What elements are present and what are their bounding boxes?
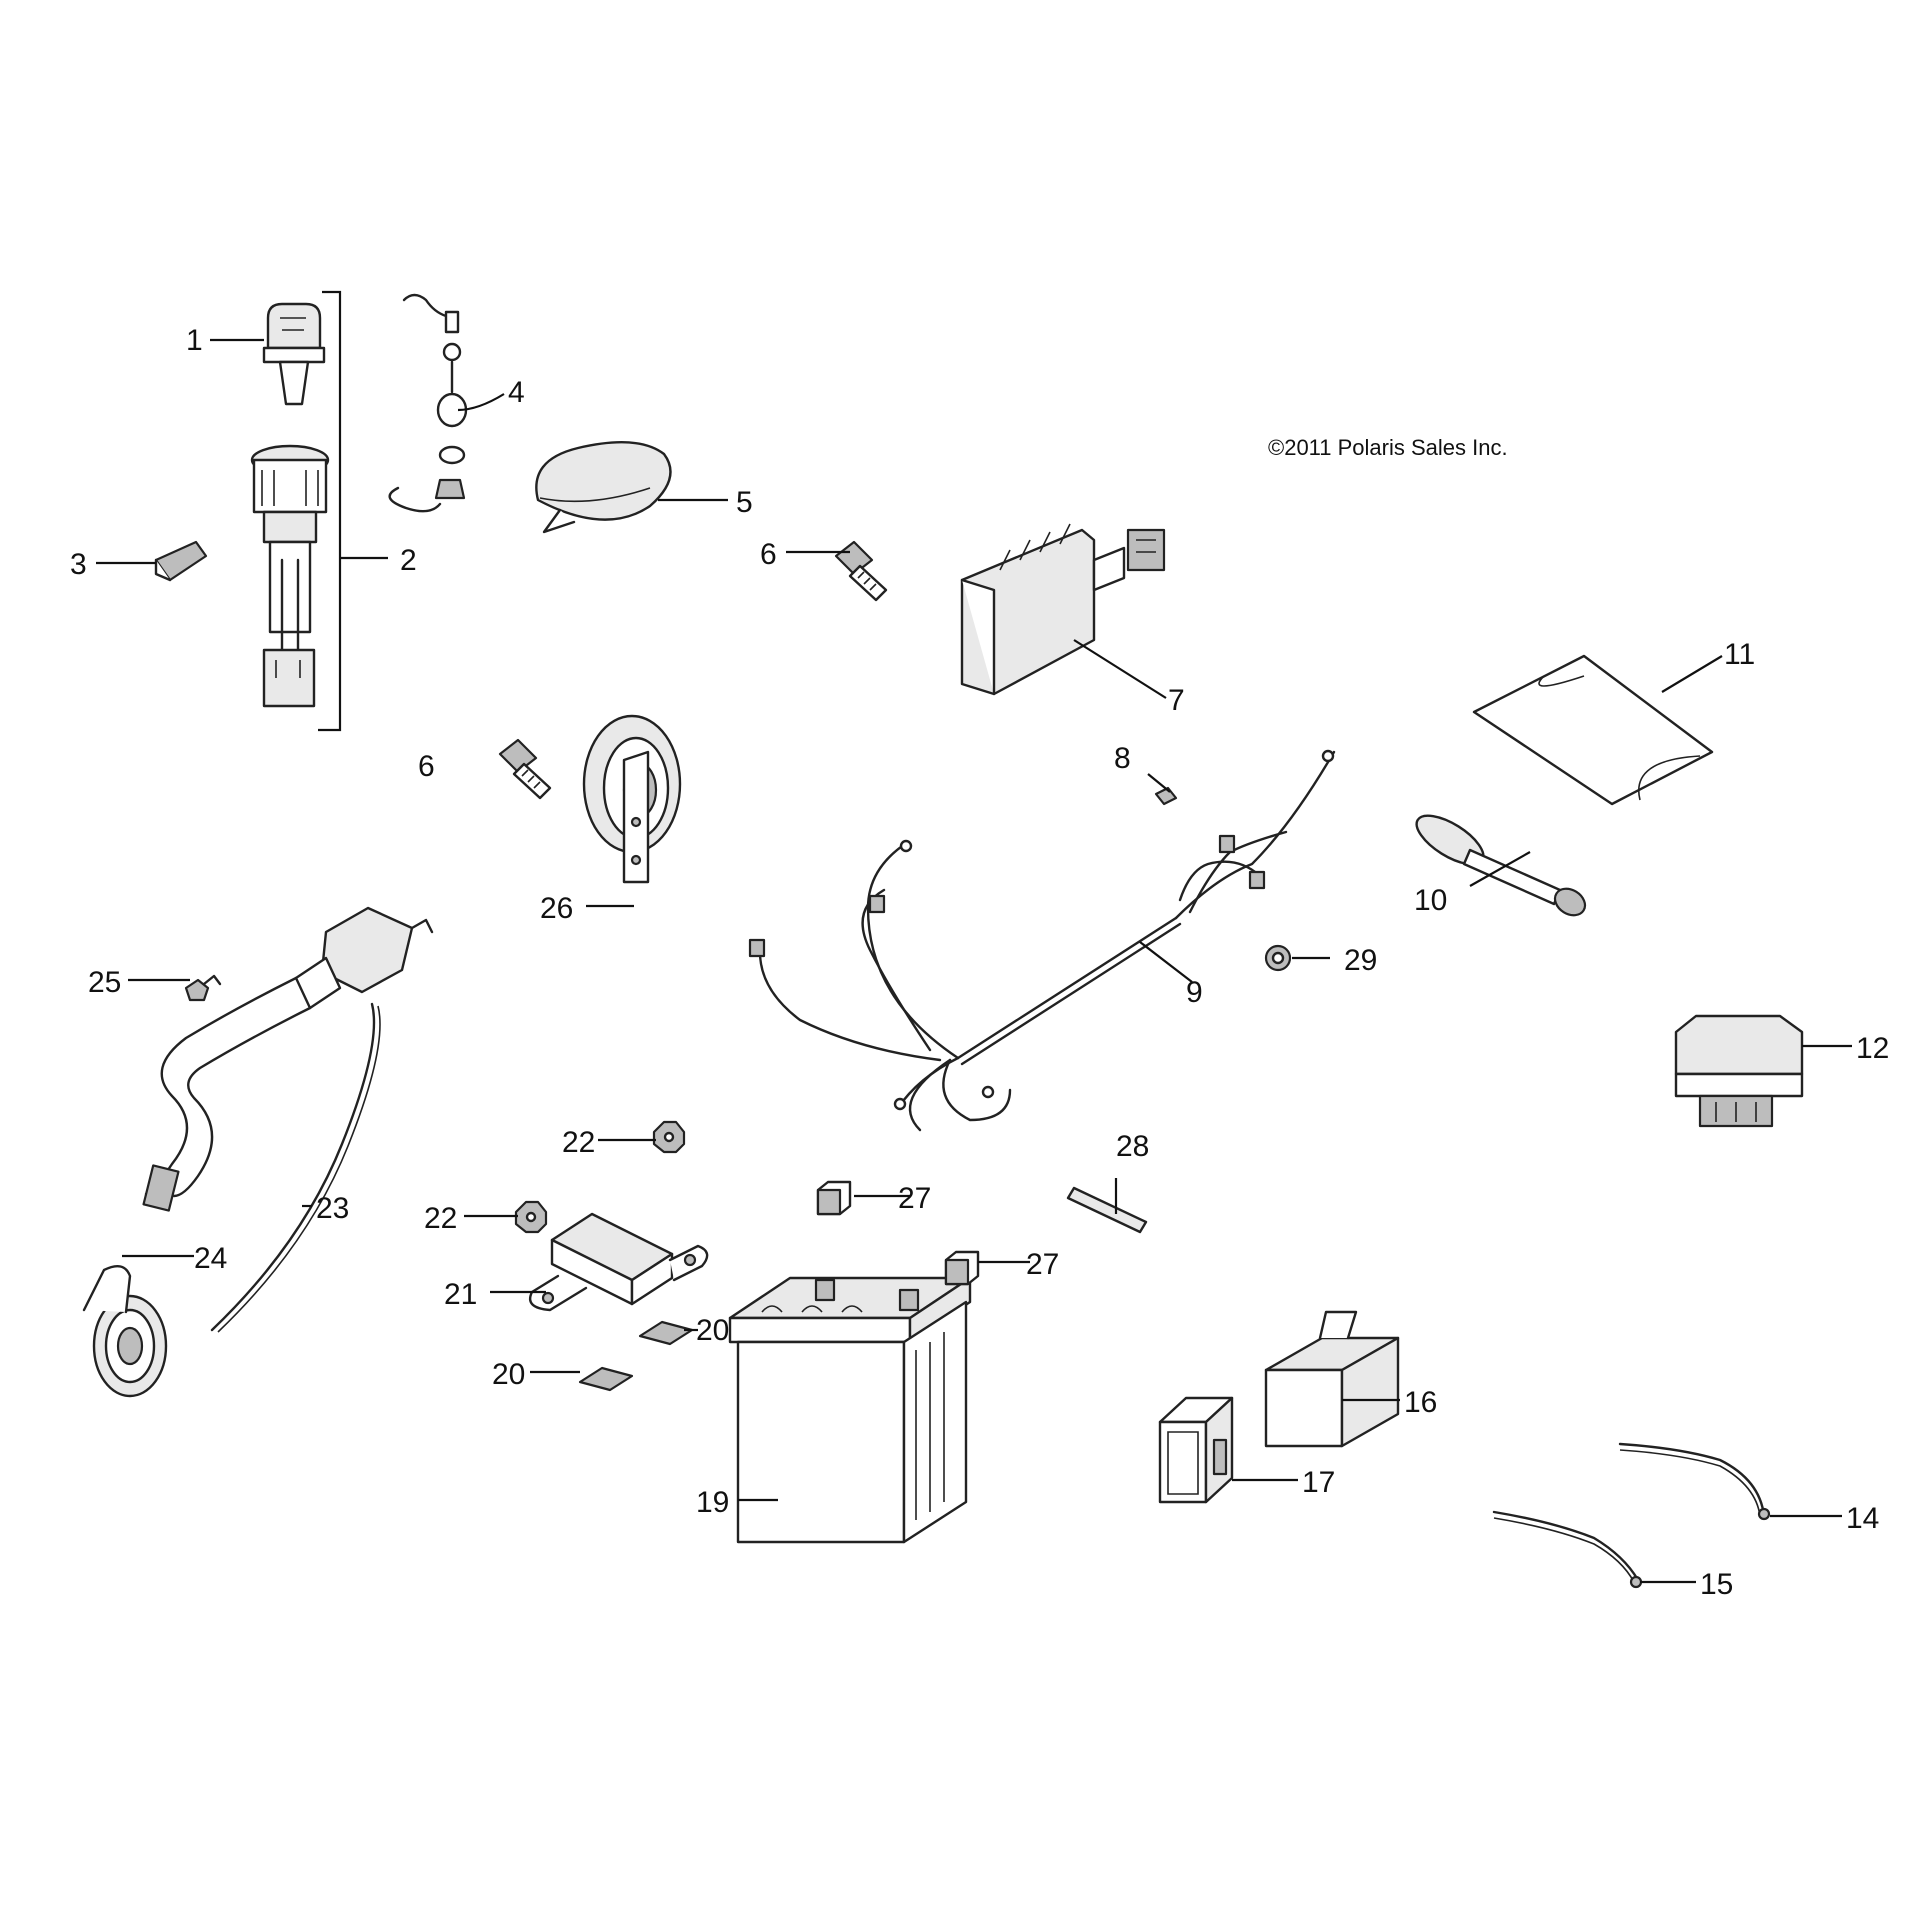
part-20-pad-a (638, 1320, 694, 1346)
part-23-cable (210, 1002, 381, 1333)
callout-28: 28 (1116, 1130, 1149, 1163)
callout-9: 9 (1186, 976, 1203, 1009)
part-7-regulator (960, 523, 1166, 696)
callout-25: 25 (88, 966, 121, 999)
callout-22-lower: 22 (424, 1202, 457, 1235)
callout-16: 16 (1404, 1386, 1437, 1419)
part-2-ignition-switch (250, 444, 330, 708)
callout-5: 5 (736, 486, 753, 519)
part-9-wiring-harness (748, 749, 1336, 1132)
callout-14: 14 (1846, 1502, 1879, 1535)
callout-6-upper: 6 (760, 538, 777, 571)
part-12-relay (1674, 1014, 1804, 1128)
part-1-ignition-key (262, 302, 326, 406)
bracket-2 (318, 290, 342, 732)
callout-27-upper: 27 (898, 1182, 931, 1215)
part-8-terminal (1154, 786, 1178, 806)
part-19-battery (728, 1276, 972, 1544)
part-28-fuse (1066, 1186, 1148, 1234)
part-26-horn (582, 714, 682, 884)
part-15-cable (1492, 1510, 1643, 1589)
part-17-holder (1158, 1396, 1234, 1504)
callout-22-upper: 22 (562, 1126, 595, 1159)
part-22-nut-lower (514, 1200, 548, 1234)
callout-8: 8 (1114, 742, 1131, 775)
part-21-bracket (528, 1212, 709, 1312)
callout-11: 11 (1724, 638, 1755, 671)
callout-24: 24 (194, 1242, 227, 1275)
part-29-washer (1264, 944, 1292, 972)
callout-27-lower: 27 (1026, 1248, 1059, 1281)
callout-7: 7 (1168, 684, 1185, 717)
callout-4: 4 (508, 376, 525, 409)
part-25-screw (184, 974, 222, 1002)
callout-3: 3 (70, 548, 87, 581)
callout-17: 17 (1302, 1466, 1335, 1499)
callout-2: 2 (400, 544, 417, 577)
callout-29: 29 (1344, 944, 1377, 977)
callout-labels: 1 2 3 4 5 6 6 7 8 9 10 11 12 14 15 16 17… (70, 324, 1889, 1601)
part-4-tether-switch (388, 293, 468, 513)
part-22-nut-upper (652, 1120, 686, 1154)
part-10-sensor (1415, 814, 1587, 917)
part-6-bolt-upper (834, 540, 888, 602)
callout-21: 21 (444, 1278, 477, 1311)
part-20-pad-b (578, 1366, 634, 1392)
part-16-control-module (1264, 1310, 1400, 1448)
part-6-bolt-lower (498, 738, 552, 800)
part-27-cap-upper (816, 1180, 852, 1216)
part-11-decal (1472, 654, 1714, 806)
callout-6-lower: 6 (418, 750, 435, 783)
part-27-cap-lower (944, 1250, 980, 1286)
callout-12: 12 (1856, 1032, 1889, 1065)
copyright-text: ©2011 Polaris Sales Inc. (1268, 435, 1508, 460)
callout-15: 15 (1700, 1568, 1733, 1601)
callout-20-lower: 20 (492, 1358, 525, 1391)
callout-26: 26 (540, 892, 573, 925)
part-5-cover (535, 441, 672, 534)
leader-lines (96, 338, 1852, 1584)
callout-10: 10 (1414, 884, 1447, 917)
callout-23: 23 (316, 1192, 349, 1225)
part-14-cable (1618, 1442, 1771, 1521)
callout-19: 19 (696, 1486, 729, 1519)
part-switch-with-hose (142, 906, 434, 1212)
part-24-boot (82, 1264, 168, 1398)
callout-20-upper: 20 (696, 1314, 729, 1347)
part-3-clip (154, 540, 208, 582)
callout-1: 1 (186, 324, 203, 357)
